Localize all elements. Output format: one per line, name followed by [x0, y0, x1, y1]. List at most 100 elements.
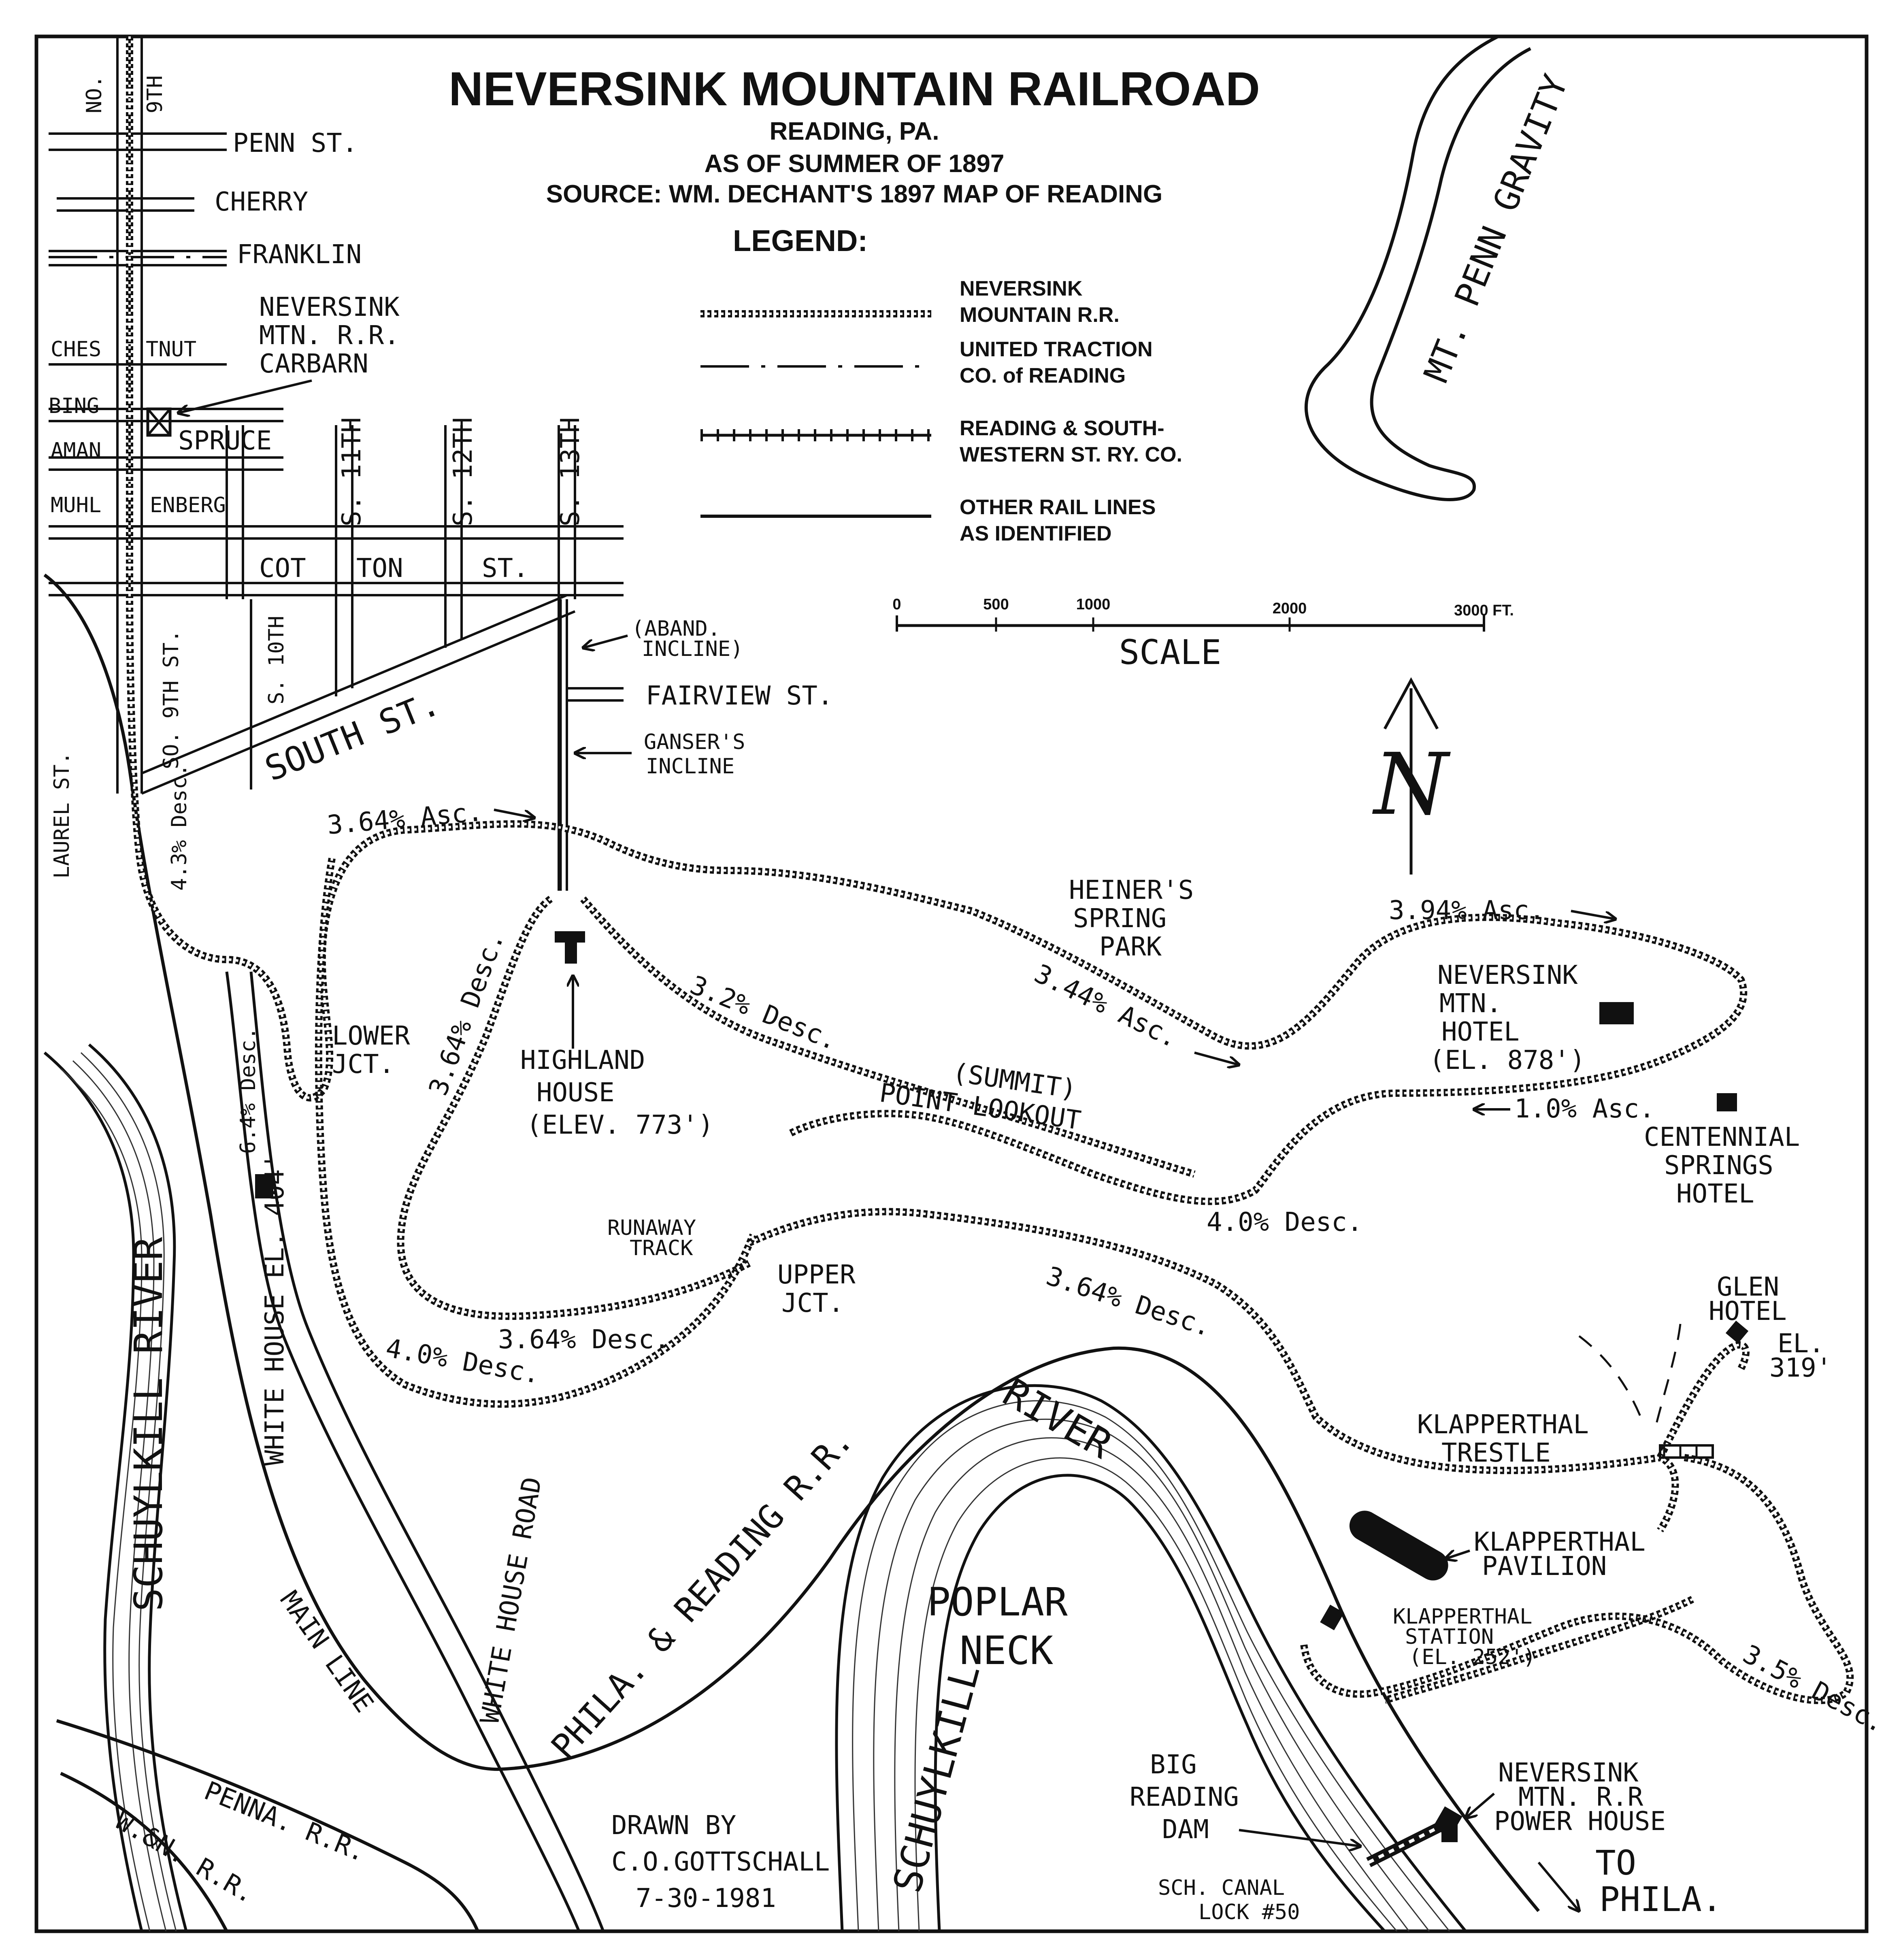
klapperthal-station-label-1: KLAPPERTHAL	[1393, 1605, 1532, 1629]
legend-heading: LEGEND:	[733, 224, 868, 258]
canal-lock-label-2: LOCK #50	[1199, 1900, 1300, 1924]
legend-united-traction-line2: CO. of READING	[960, 364, 1126, 387]
white-house-road	[225, 971, 605, 1932]
big-reading-dam-label-2: READING	[1130, 1782, 1239, 1812]
street-laurel: LAUREL ST.	[50, 752, 74, 879]
street-s11th: S. 11TH	[337, 417, 367, 526]
phila-reading-rr-label: PHILA. & READING R.R.	[543, 1421, 860, 1767]
schuylkill-river-west	[43, 1043, 188, 1932]
klapperthal-station-icon	[1320, 1605, 1344, 1630]
street-spruce: SPRUCE	[178, 426, 272, 456]
highland-house-label-3: (ELEV. 773')	[526, 1110, 713, 1140]
schuylkill-river-west-label: SCHUYLKILL RIVER	[126, 1237, 171, 1611]
penna-railroad	[56, 1719, 479, 1932]
subtitle-date: AS OF SUMMER OF 1897	[705, 150, 1005, 178]
klapperthal-station-label-2: STATION	[1405, 1625, 1494, 1649]
north-label: N	[1372, 735, 1451, 834]
centennial-springs-hotel-icon	[1717, 1093, 1737, 1111]
penna-rr-label: PENNA. R.R.	[200, 1776, 370, 1868]
klapperthal-trestle-label-2: TRESTLE	[1441, 1438, 1551, 1468]
power-house-label-3: POWER HOUSE	[1494, 1807, 1666, 1837]
lower-jct-label-1: LOWER	[332, 1021, 410, 1051]
legend-neversink-line2: MOUNTAIN R.R.	[960, 303, 1120, 327]
neversink-hotel-label-2: MTN.	[1439, 989, 1502, 1019]
upper-jct-label-1: UPPER	[777, 1260, 856, 1290]
drawn-by-label-2: C.O.GOTTSCHALL	[611, 1847, 830, 1877]
street-tnut: TNUT	[146, 337, 196, 362]
heiners-spring-park-label-1: HEINER'S	[1069, 875, 1194, 905]
legend-other-rail-line2: AS IDENTIFIED	[960, 522, 1112, 545]
scale-bar	[896, 615, 1485, 632]
street-cherry: CHERRY	[215, 187, 308, 217]
grade-label: 3.94% Asc.	[1389, 896, 1545, 926]
aband-incline-label-2: INCLINE)	[642, 637, 743, 661]
big-reading-dam-label-1: BIG	[1150, 1750, 1197, 1780]
scale-tick-2000: 2000	[1273, 600, 1307, 617]
street-fairview: FAIRVIEW ST.	[646, 681, 833, 711]
heiners-spring-park-label-3: PARK	[1099, 932, 1162, 962]
white-house-icon	[255, 1174, 273, 1198]
scale-tick-3000: 3000 FT.	[1454, 602, 1514, 619]
neversink-hotel-label-4: (EL. 878')	[1429, 1045, 1585, 1075]
mt-penn-gravity-railroad	[1304, 35, 1531, 501]
neversink-mountain-railroad	[126, 36, 1854, 1704]
grade-label: 4.3% Desc.	[167, 764, 192, 891]
highland-house-label-1: HIGHLAND	[520, 1045, 645, 1075]
street-so9th: SO. 9TH ST.	[159, 630, 183, 769]
street-franklin: FRANKLIN	[237, 240, 362, 270]
highland-house-icon	[555, 931, 585, 964]
grade-label: 3.2% Desc.	[686, 970, 842, 1056]
street-no: NO.	[82, 75, 106, 113]
street-s13th: S. 13TH	[556, 417, 585, 526]
legend-neversink-line1: NEVERSINK	[960, 277, 1083, 300]
big-reading-dam-label-3: DAM	[1162, 1815, 1209, 1845]
centennial-springs-label-2: SPRINGS	[1664, 1151, 1773, 1181]
street-cot: COT	[259, 553, 306, 583]
klapperthal-pavilion-label-2: PAVILION	[1482, 1551, 1607, 1581]
klapperthal-station-label-3: (EL. 252')	[1409, 1645, 1536, 1669]
to-phila-label-1: TO	[1595, 1843, 1636, 1883]
grade-label: 4.0% Desc.	[1207, 1207, 1362, 1237]
klapperthal-pavilion-label-1: KLAPPERTHAL	[1474, 1527, 1646, 1557]
centennial-springs-label-3: HOTEL	[1676, 1179, 1754, 1209]
neversink-hotel-icon	[1599, 1002, 1634, 1024]
street-penn: PENN ST.	[233, 128, 358, 158]
street-muhl: MUHL	[51, 493, 101, 517]
main-line-label: MAIN LINE	[274, 1586, 379, 1718]
river-top-label: RIVER	[996, 1370, 1120, 1468]
neversink-hotel-label-1: NEVERSINK	[1437, 960, 1578, 990]
upper-jct-label-2: JCT.	[781, 1288, 844, 1318]
poplar-neck-label-2: NECK	[960, 1628, 1053, 1673]
map-border	[34, 34, 1869, 1933]
heiners-spring-park-label-2: SPRING	[1073, 904, 1167, 934]
legend-other-rail-line1: OTHER RAIL LINES	[960, 496, 1156, 519]
street-s10th: S. 10TH	[264, 616, 289, 704]
street-aman: AMAN	[51, 438, 101, 463]
street-enberg: ENBERG	[150, 493, 226, 517]
schuylkill-river-east	[835, 1384, 1467, 1932]
carbarn-icon	[146, 407, 172, 437]
drawn-by-label-3: 7-30-1981	[636, 1883, 776, 1913]
aband-incline-label-1: (ABAND.	[632, 617, 720, 641]
klapperthal-pavilion-icon	[1349, 1511, 1448, 1581]
grade-label: 3.64% Asc.	[326, 797, 484, 841]
highland-house-label-2: HOUSE	[536, 1078, 615, 1108]
carbarn-label-3: CARBARN	[259, 349, 368, 379]
carbarn-label-1: NEVERSINK	[259, 292, 400, 322]
klapperthal-trestle-label-1: KLAPPERTHAL	[1417, 1410, 1589, 1440]
power-house-label-1: NEVERSINK	[1498, 1758, 1639, 1788]
power-house-label-2: MTN. R.R	[1518, 1782, 1643, 1812]
poplar-neck-label-1: POPLAR	[927, 1579, 1068, 1625]
subtitle-place: READING, PA.	[769, 117, 939, 145]
street-ches: CHES	[51, 337, 101, 362]
schuylkill-river-east-label: SCHUYLKILL	[884, 1660, 989, 1897]
klapperthal-trestle	[1578, 1324, 1714, 1459]
grade-label: 6.4% Desc.	[236, 1027, 260, 1154]
white-house-label: WHITE HOUSE EL. 404'	[260, 1153, 290, 1466]
phila-reading-railroad	[498, 1346, 1540, 1912]
street-s12th: S. 12TH	[448, 417, 478, 526]
gansers-incline-label-2: INCLINE	[646, 754, 734, 779]
grade-label: 3.64% Desc.	[498, 1325, 670, 1355]
legend-united-traction-line1: UNITED TRACTION	[960, 338, 1153, 361]
